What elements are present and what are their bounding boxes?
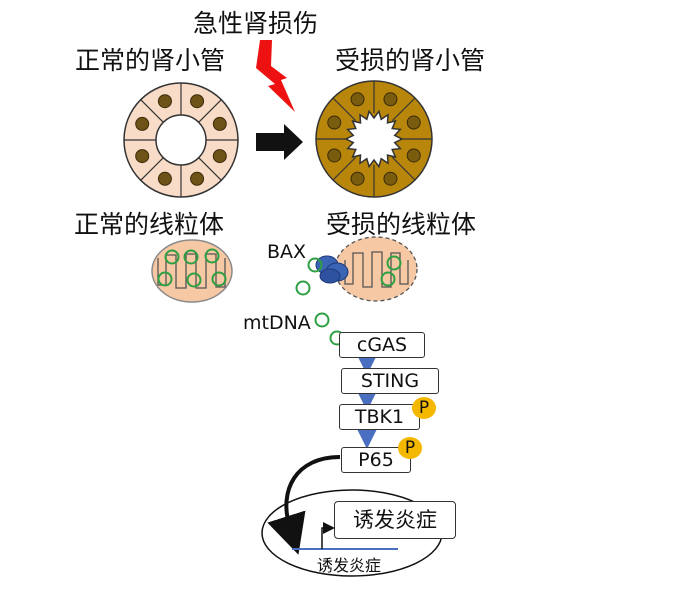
- nucleus-dot: [190, 94, 205, 109]
- nucleus-dot: [190, 171, 205, 186]
- mtdna-ring: [186, 272, 202, 288]
- mtdna-ring: [380, 271, 396, 287]
- transcription-arrow: [321, 522, 335, 549]
- nucleus-dot: [383, 171, 398, 186]
- cell-border: [391, 97, 416, 122]
- normal-mito-mtdna: [157, 248, 227, 288]
- nucleus-dot: [406, 115, 421, 130]
- lightning-bolt-icon: [256, 40, 295, 112]
- damaged-tubule-nuclei: [327, 92, 421, 186]
- normal-tubule: [123, 82, 239, 198]
- normal-mitochondrion: [151, 239, 233, 303]
- bax-label: BAX: [267, 241, 307, 263]
- cell-border: [332, 156, 357, 181]
- normal-mito-cristae: [157, 253, 226, 289]
- nucleus-dot: [350, 92, 365, 107]
- mtdna-ring: [183, 249, 199, 265]
- bax-icon: [315, 255, 349, 284]
- p65-phospho-badge: P: [398, 437, 422, 459]
- mtdna-ring: [386, 255, 402, 271]
- cell-border: [391, 156, 416, 181]
- nucleus-dot: [383, 92, 398, 107]
- inflammation-output-box: 诱发炎症: [334, 501, 456, 539]
- nucleus-dot: [350, 171, 365, 186]
- tbk1-phospho-badge: P: [412, 397, 436, 419]
- damaged-tubule-cell-borders: [316, 81, 432, 197]
- damaged-mito-mtdna: [380, 255, 402, 287]
- cell-border: [198, 99, 222, 123]
- injury-label: 急性肾损伤: [193, 9, 319, 38]
- cell-border: [140, 157, 164, 181]
- mtdna-ring: [164, 249, 180, 265]
- tbk1-box: TBK1: [339, 404, 420, 430]
- normal-tubule-lumen: [155, 114, 207, 166]
- nucleus-dot: [135, 116, 150, 131]
- mtdna-label: mtDNA: [243, 312, 311, 334]
- nucleus-label: 诱发炎症: [317, 556, 382, 575]
- damaged-tubule-label: 受损的肾小管: [335, 46, 486, 75]
- mtdna-ring: [157, 271, 173, 287]
- nucleus-dot: [406, 148, 421, 163]
- mtdna-ring: [307, 257, 323, 273]
- damaged-mito-cristae: [344, 251, 409, 288]
- tubule-transition-arrow: [256, 124, 303, 160]
- cell-border: [332, 97, 357, 122]
- sting-box: STING: [341, 368, 439, 394]
- released-mtdna: [295, 257, 345, 346]
- normal-tubule-cell-borders: [124, 83, 238, 197]
- mtdna-ring: [204, 248, 220, 264]
- nucleus-dot: [327, 115, 342, 130]
- cgas-box: cGAS: [339, 332, 425, 358]
- normal-tubule-label: 正常的肾小管: [75, 46, 226, 75]
- normal-mito-label: 正常的线粒体: [74, 210, 225, 239]
- nucleus-dot: [212, 116, 227, 131]
- damaged-tubule: [315, 80, 433, 198]
- normal-tubule-nuclei: [135, 94, 227, 186]
- cell-border: [198, 157, 222, 181]
- nucleus-dot: [157, 94, 172, 109]
- mtdna-ring: [295, 280, 311, 296]
- cell-border: [140, 99, 164, 123]
- nucleus-dot: [135, 149, 150, 164]
- nucleus-dot: [157, 171, 172, 186]
- mtdna-ring: [211, 271, 227, 287]
- p65-translocation-arrow: [267, 455, 341, 555]
- normal-mito-outer: [151, 239, 233, 303]
- mtdna-ring: [314, 312, 330, 328]
- p65-box: P65: [341, 447, 411, 473]
- nucleus-dot: [327, 148, 342, 163]
- damaged-mito-label: 受损的线粒体: [326, 210, 477, 239]
- nucleus-dot: [212, 149, 227, 164]
